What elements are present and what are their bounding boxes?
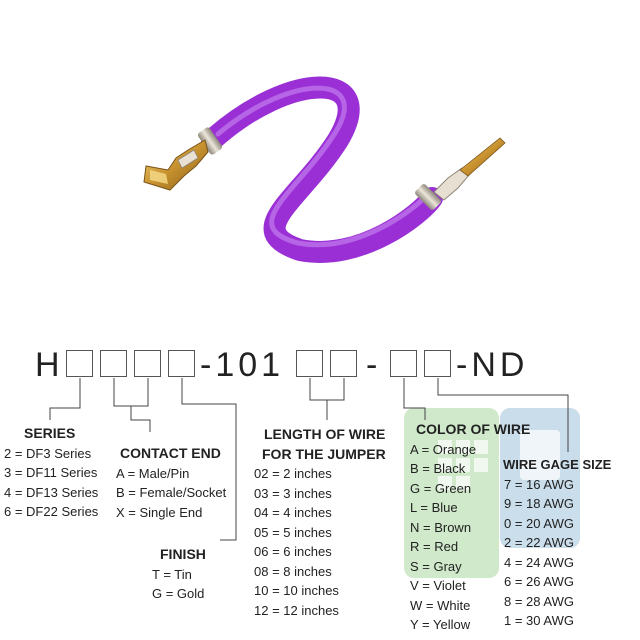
length-item: 05 = 5 inches [254, 524, 332, 540]
contact-end-legend: CONTACT END A = Male/Pin B = Female/Sock… [116, 444, 226, 522]
color-item: L = Blue [410, 500, 458, 515]
contact-end-item: B = Female/Socket [116, 485, 227, 500]
length-item: 08 = 8 inches [254, 563, 332, 579]
pn-box-gage [424, 350, 451, 377]
series-item: 2 = DF3 Series [4, 445, 92, 461]
pn-dash: - [366, 346, 378, 384]
length-item: 03 = 3 inches [254, 485, 332, 501]
finish-legend: FINISH T = Tin G = Gold [152, 545, 206, 604]
length-item: 10 = 10 inches [254, 583, 339, 598]
color-legend: COLOR OF WIRE A = Orange B = Black G = G… [410, 420, 530, 635]
color-title: COLOR OF WIRE [416, 421, 531, 437]
color-item: V = Violet [410, 578, 466, 593]
contact-end-item: A = Male/Pin [116, 465, 190, 481]
jumper-wire-photo [143, 76, 506, 263]
color-item: A = Orange [410, 441, 477, 457]
male-pin-contact [433, 137, 506, 201]
length-item: 06 = 6 inches [254, 544, 332, 559]
finish-title: FINISH [160, 546, 206, 562]
wire-highlight [215, 85, 431, 248]
finish-item: G = Gold [152, 586, 205, 601]
gage-item: 4 = 24 AWG [504, 554, 574, 570]
color-item: R = Red [410, 539, 459, 554]
color-item: B = Black [410, 461, 466, 476]
pn-box-color [390, 350, 417, 377]
series-item: 3 = DF11 Series [4, 465, 98, 480]
pn-suffix: -ND [456, 346, 529, 384]
pn-box-contact-end-2 [134, 350, 161, 377]
female-socket-contact [143, 139, 209, 191]
length-item: 02 = 2 inches [254, 466, 332, 481]
contact-end-title: CONTACT END [120, 445, 221, 461]
finish-item: T = Tin [152, 566, 192, 582]
series-item: 6 = DF22 Series [4, 504, 99, 519]
series-legend: SERIES 2 = DF3 Series 3 = DF11 Series 4 … [4, 424, 98, 522]
gage-title: WIRE GAGE SIZE [503, 457, 612, 472]
pn-box-series [66, 350, 93, 377]
length-item: 04 = 4 inches [254, 505, 332, 520]
series-item: 4 = DF13 Series [4, 484, 99, 500]
gage-item: 6 = 26 AWG [504, 574, 574, 589]
gage-item: 7 = 16 AWG [504, 476, 574, 492]
color-item: S = Gray [410, 558, 462, 574]
color-item: N = Brown [410, 519, 472, 535]
gage-item: 1 = 30 AWG [504, 613, 574, 628]
length-item: 12 = 12 inches [254, 602, 339, 618]
gage-item: 9 = 18 AWG [504, 496, 574, 511]
color-item: G = Green [410, 480, 472, 496]
part-number-template: H -101 - -ND [30, 345, 630, 405]
left-ferrule [197, 127, 223, 155]
contact-end-item: X = Single End [116, 504, 203, 520]
pn-box-length-2 [330, 350, 357, 377]
series-title: SERIES [24, 425, 76, 441]
pn-prefix: H [35, 346, 60, 384]
gage-legend: WIRE GAGE SIZE 7 = 16 AWG 9 = 18 AWG 0 =… [503, 455, 611, 631]
length-legend: LENGTH OF WIRE FOR THE JUMPER 02 = 2 inc… [254, 425, 386, 620]
length-title-1: LENGTH OF WIRE [264, 426, 386, 442]
pn-box-finish [168, 350, 195, 377]
color-item: W = White [410, 597, 471, 613]
gage-item: 2 = 22 AWG [504, 535, 574, 550]
pn-box-contact-end [100, 350, 127, 377]
gage-item: 0 = 20 AWG [504, 515, 574, 531]
gage-item: 8 = 28 AWG [504, 593, 574, 609]
pn-box-length-1 [296, 350, 323, 377]
length-title-2: FOR THE JUMPER [262, 445, 386, 462]
pn-middle: -101 [200, 346, 285, 384]
color-item: Y = Yellow [410, 617, 471, 632]
right-ferrule [415, 184, 441, 210]
